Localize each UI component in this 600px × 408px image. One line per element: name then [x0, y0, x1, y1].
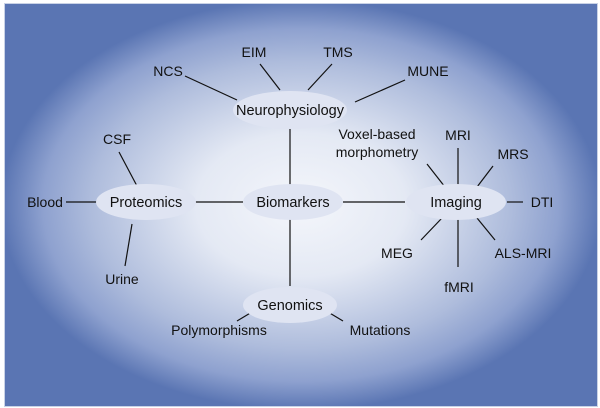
- leaf-labels: NCS EIM TMS MUNE CSF Blood Urine Voxel-b…: [27, 44, 553, 338]
- diagram-canvas: Neurophysiology Proteomics Biomarkers Im…: [4, 3, 598, 407]
- imaging-node: [406, 184, 506, 220]
- link-urine: [124, 223, 133, 267]
- mri-label: MRI: [445, 127, 471, 143]
- genomics-node: [243, 287, 337, 323]
- connector-lines: [66, 63, 523, 322]
- link-mrs: [476, 165, 494, 188]
- biomarkers-label: Biomarkers: [256, 195, 329, 211]
- link-mune: [354, 79, 406, 103]
- morphometry-label: morphometry: [336, 144, 418, 160]
- csf-label: CSF: [103, 131, 131, 147]
- voxel-based-label: Voxel-based: [338, 126, 415, 142]
- proteomics-label: Proteomics: [110, 195, 183, 211]
- meg-label: MEG: [381, 245, 413, 261]
- blood-label: Blood: [27, 194, 63, 210]
- tms-label: TMS: [323, 44, 353, 60]
- fmri-label: fMRI: [444, 279, 474, 295]
- link-tms: [307, 63, 333, 91]
- neurophysiology-label: Neurophysiology: [236, 103, 345, 119]
- urine-label: Urine: [105, 271, 139, 287]
- category-nodes: Neurophysiology Proteomics Biomarkers Im…: [96, 91, 506, 323]
- link-eim: [259, 63, 281, 91]
- polymorphisms-label: Polymorphisms: [171, 322, 267, 338]
- als-mri-label: ALS-MRI: [495, 245, 552, 261]
- link-meg: [420, 217, 443, 241]
- ncs-label: NCS: [153, 63, 183, 79]
- link-als-mri: [476, 217, 496, 241]
- proteomics-node: [96, 184, 196, 220]
- mrs-label: MRS: [497, 146, 528, 162]
- imaging-label: Imaging: [430, 195, 482, 211]
- genomics-label: Genomics: [257, 298, 322, 314]
- eim-label: EIM: [242, 44, 267, 60]
- link-voxel: [426, 163, 446, 188]
- biomarkers-diagram: Neurophysiology Proteomics Biomarkers Im…: [27, 44, 553, 338]
- biomarkers-node: [243, 184, 343, 220]
- neurophysiology-node: [233, 91, 347, 129]
- mutations-label: Mutations: [350, 322, 411, 338]
- link-ncs: [184, 75, 238, 101]
- mune-label: MUNE: [407, 63, 448, 79]
- link-csf: [118, 151, 138, 187]
- dti-label: DTI: [531, 194, 554, 210]
